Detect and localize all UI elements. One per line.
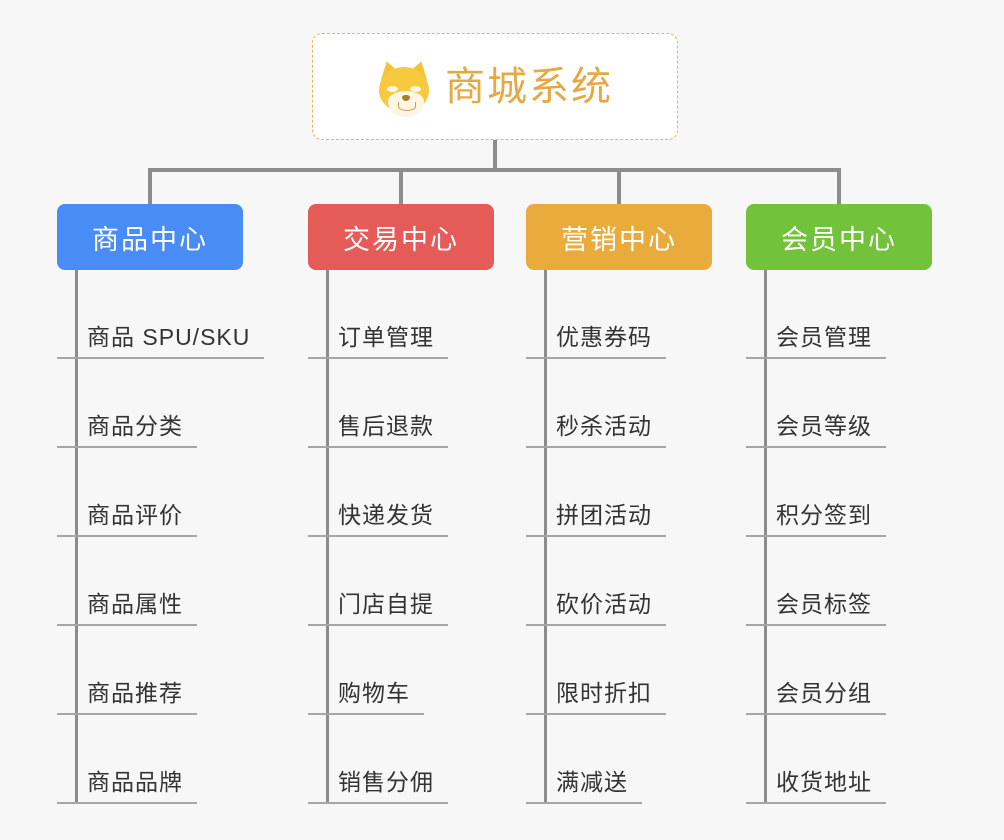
branch-header-label-1: 商品中心 — [92, 224, 208, 255]
root-title: 商城系统 — [445, 64, 613, 109]
list-item[interactable]: 收货地址 — [746, 715, 986, 804]
list-item[interactable]: 砍价活动 — [526, 537, 766, 626]
list-item[interactable]: 购物车 — [308, 626, 548, 715]
leaf-label: 会员管理 — [746, 324, 886, 359]
list-item[interactable]: 商品属性 — [57, 537, 317, 626]
list-item[interactable]: 快递发货 — [308, 448, 548, 537]
branch-spine-2 — [326, 270, 329, 804]
leaf-label: 商品 SPU/SKU — [57, 324, 265, 359]
dog-head — [379, 66, 429, 117]
leaf-list-3: 优惠券码 秒杀活动 拼团活动 砍价活动 限时折扣 满减送 — [526, 270, 766, 804]
list-item[interactable]: 会员分组 — [746, 626, 986, 715]
list-item[interactable]: 订单管理 — [308, 270, 548, 359]
branch-column-4: 会员中心 会员管理 会员等级 积分签到 会员标签 会员分组 收货地址 — [746, 204, 986, 804]
leaf-label: 快递发货 — [308, 502, 448, 537]
leaf-label: 积分签到 — [746, 502, 886, 537]
list-item[interactable]: 拼团活动 — [526, 448, 766, 537]
leaf-label: 限时折扣 — [526, 680, 666, 715]
branch-header-label-4: 会员中心 — [781, 224, 897, 255]
list-item[interactable]: 售后退款 — [308, 359, 548, 448]
connector-drop-2 — [399, 168, 403, 204]
leaf-label: 商品评价 — [57, 502, 197, 537]
branch-column-2: 交易中心 订单管理 售后退款 快递发货 门店自提 购物车 销售分佣 — [308, 204, 548, 804]
leaf-label: 满减送 — [526, 769, 642, 804]
leaf-label: 商品分类 — [57, 413, 197, 448]
leaf-label: 商品品牌 — [57, 769, 197, 804]
list-item[interactable]: 秒杀活动 — [526, 359, 766, 448]
leaf-label: 砍价活动 — [526, 591, 666, 626]
leaf-label: 售后退款 — [308, 413, 448, 448]
list-item[interactable]: 商品品牌 — [57, 715, 317, 804]
branch-header-label-3: 营销中心 — [561, 224, 677, 255]
branch-header-3[interactable]: 营销中心 — [526, 204, 712, 270]
branch-spine-1 — [75, 270, 78, 804]
branch-header-2[interactable]: 交易中心 — [308, 204, 494, 270]
branch-spine-3 — [544, 270, 547, 804]
list-item[interactable]: 优惠券码 — [526, 270, 766, 359]
list-item[interactable]: 积分签到 — [746, 448, 986, 537]
leaf-label: 秒杀活动 — [526, 413, 666, 448]
leaf-label: 会员等级 — [746, 413, 886, 448]
root-node[interactable]: 商城系统 — [312, 33, 678, 140]
branch-header-label-2: 交易中心 — [343, 224, 459, 255]
branch-column-1: 商品中心 商品 SPU/SKU 商品分类 商品评价 商品属性 商品推荐 商品品牌 — [57, 204, 317, 804]
leaf-label: 优惠券码 — [526, 324, 666, 359]
list-item[interactable]: 会员标签 — [746, 537, 986, 626]
list-item[interactable]: 销售分佣 — [308, 715, 548, 804]
connector-root-stem — [493, 140, 497, 171]
connector-drop-4 — [837, 168, 841, 204]
leaf-label: 收货地址 — [746, 769, 886, 804]
dog-mouth — [398, 101, 416, 111]
dog-eye-left — [387, 85, 398, 92]
leaf-label: 会员分组 — [746, 680, 886, 715]
leaf-label: 商品推荐 — [57, 680, 197, 715]
list-item[interactable]: 商品推荐 — [57, 626, 317, 715]
list-item[interactable]: 商品评价 — [57, 448, 317, 537]
list-item[interactable]: 会员等级 — [746, 359, 986, 448]
list-item[interactable]: 商品 SPU/SKU — [57, 270, 317, 359]
branch-header-4[interactable]: 会员中心 — [746, 204, 932, 270]
connector-horizontal-bus — [148, 168, 841, 172]
dog-eye-right — [410, 85, 421, 92]
connector-drop-1 — [148, 168, 152, 204]
list-item[interactable]: 会员管理 — [746, 270, 986, 359]
leaf-label: 门店自提 — [308, 591, 448, 626]
leaf-list-2: 订单管理 售后退款 快递发货 门店自提 购物车 销售分佣 — [308, 270, 548, 804]
leaf-label: 购物车 — [308, 680, 424, 715]
branch-column-3: 营销中心 优惠券码 秒杀活动 拼团活动 砍价活动 限时折扣 满减送 — [526, 204, 766, 804]
leaf-label: 销售分佣 — [308, 769, 448, 804]
leaf-label: 拼团活动 — [526, 502, 666, 537]
branch-spine-4 — [764, 270, 767, 804]
connector-drop-3 — [617, 168, 621, 204]
shiba-dog-icon — [376, 57, 432, 117]
list-item[interactable]: 满减送 — [526, 715, 766, 804]
leaf-label: 会员标签 — [746, 591, 886, 626]
dog-nose — [402, 94, 410, 101]
list-item[interactable]: 门店自提 — [308, 537, 548, 626]
branch-header-1[interactable]: 商品中心 — [57, 204, 243, 270]
leaf-label: 订单管理 — [308, 324, 448, 359]
leaf-list-1: 商品 SPU/SKU 商品分类 商品评价 商品属性 商品推荐 商品品牌 — [57, 270, 317, 804]
list-item[interactable]: 商品分类 — [57, 359, 317, 448]
list-item[interactable]: 限时折扣 — [526, 626, 766, 715]
leaf-label: 商品属性 — [57, 591, 197, 626]
leaf-list-4: 会员管理 会员等级 积分签到 会员标签 会员分组 收货地址 — [746, 270, 986, 804]
